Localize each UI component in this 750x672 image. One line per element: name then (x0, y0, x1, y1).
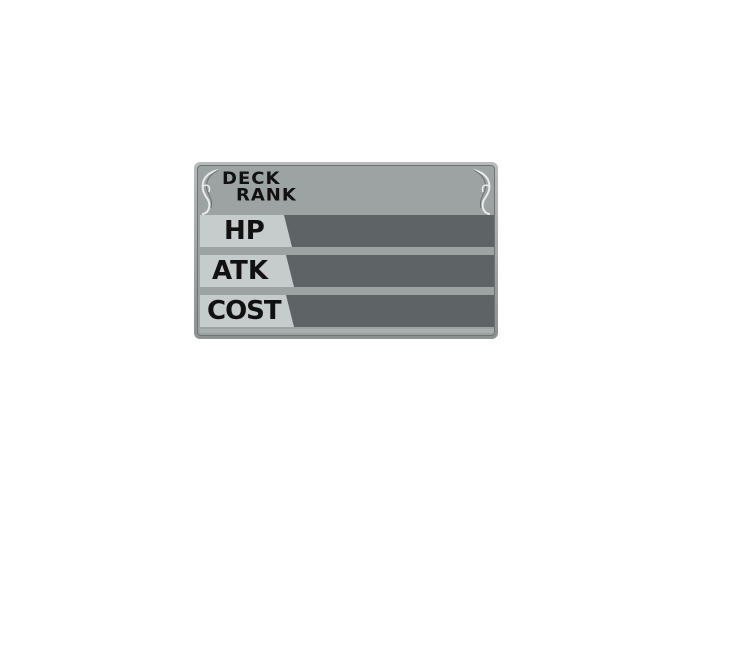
stat-row-cost: COST (200, 295, 494, 327)
title-line-rank: RANK (236, 185, 297, 206)
stat-label-atk: ATK (212, 256, 268, 286)
deck-rank-panel-inner: DECK RANK HP ATK COST (197, 165, 495, 336)
stat-label-bg-hp (200, 215, 292, 247)
stat-label-bg-atk (200, 255, 294, 287)
stat-label-cost: COST (207, 296, 282, 326)
stat-label-hp: HP (224, 216, 265, 246)
title-line-deck: DECK (222, 169, 281, 189)
stat-row-hp: HP (200, 215, 494, 247)
deck-rank-panel: DECK RANK HP ATK COST (194, 162, 498, 339)
ornament-left-icon (201, 169, 220, 215)
stat-label-bg-cost (200, 295, 294, 327)
panel-bottom-strip (200, 329, 494, 333)
stat-row-atk: ATK (200, 255, 494, 287)
deck-rank-title: DECK RANK (222, 171, 332, 208)
ornament-right-icon (472, 169, 491, 215)
